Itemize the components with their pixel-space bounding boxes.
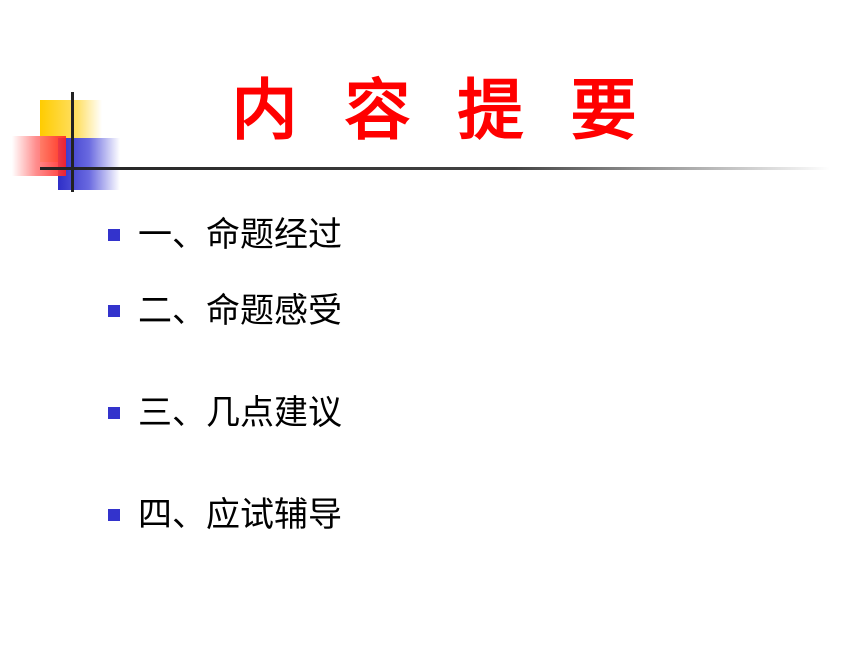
square-bullet-icon	[108, 407, 120, 419]
list-item: 三、几点建议	[108, 362, 342, 464]
decor-vertical-line	[71, 92, 74, 192]
list-item: 四、应试辅导	[108, 464, 342, 566]
square-bullet-icon	[108, 305, 120, 317]
slide-title: 内 容 提 要	[231, 72, 649, 149]
list-item-text: 一、命题经过	[138, 215, 342, 255]
decor-red-square	[12, 136, 66, 176]
decor-blue-square	[58, 138, 120, 190]
list-item: 二、命题感受	[108, 260, 342, 362]
bullet-list: 一、命题经过 二、命题感受 三、几点建议 四、应试辅导	[108, 210, 342, 566]
square-bullet-icon	[108, 229, 120, 241]
square-bullet-icon	[108, 509, 120, 521]
list-item-text: 三、几点建议	[138, 393, 342, 433]
title-underline	[40, 167, 830, 170]
list-item-text: 二、命题感受	[138, 291, 342, 331]
list-item: 一、命题经过	[108, 210, 342, 260]
list-item-text: 四、应试辅导	[138, 495, 342, 535]
